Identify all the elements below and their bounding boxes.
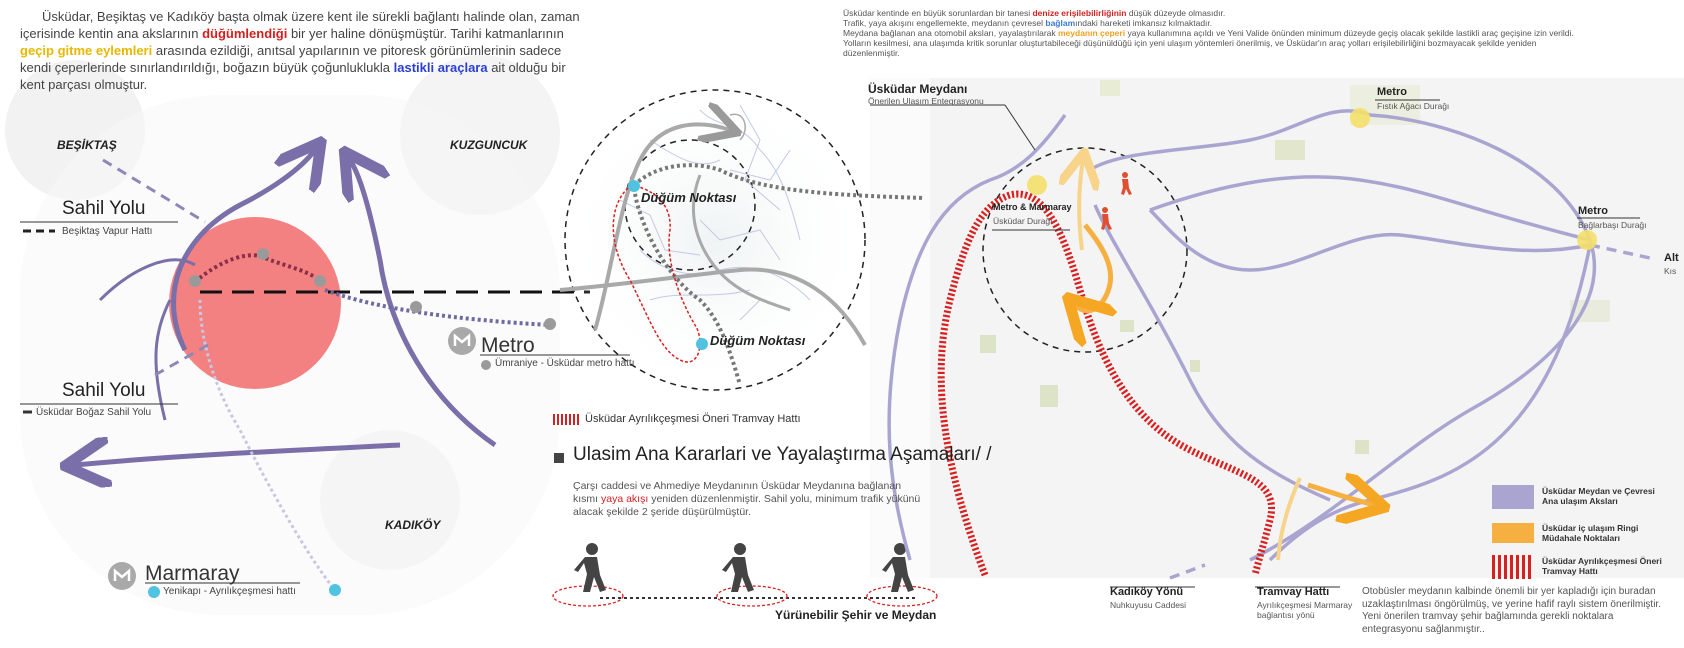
intro-highlight-blue: lastikli araçlara	[393, 60, 488, 75]
node-label-1: Düğüm Noktası	[641, 190, 737, 205]
legend-swatch-axis	[1492, 485, 1534, 509]
kadikoy-yonu-title: Kadıköy Yönü	[1110, 586, 1184, 598]
uskudar-meydani-sub: Önerilen Ulaşım Entegrasyonu	[868, 96, 984, 106]
metro-1-title: Metro	[1377, 86, 1407, 98]
pedestrian-icon	[574, 543, 606, 592]
legend-item-axis: Üsküdar Meydan ve Çevresi Ana ulaşım Aks…	[1542, 486, 1655, 506]
pedestrian-icon	[1121, 172, 1132, 195]
right-text-line-3: Meydana bağlanan ana otomobil aksları, y…	[843, 28, 1583, 58]
metro-title: Metro	[481, 334, 535, 357]
right-text: Meydana bağlanan ana otomobil aksları, y…	[843, 28, 1058, 38]
right-text-line-2: Trafik, yaya akışını engellemekte, meyda…	[843, 18, 1583, 28]
section-bullet	[554, 453, 564, 463]
center-diagram	[559, 85, 926, 395]
metro-dot	[481, 360, 491, 370]
edge-sub: Kıs	[1664, 266, 1677, 276]
edge-label: Alt	[1664, 252, 1679, 264]
metro-marmaray-sub: Üsküdar Durağı	[993, 216, 1053, 226]
intro-highlight-yellow: geçip gitme eylemleri	[20, 43, 153, 58]
metro-logo-icon	[448, 327, 476, 355]
intro-text: ait olduğu bir kent parçası olmuştur.	[20, 60, 566, 92]
metro-marmaray-title: Metro & Marmaray	[993, 202, 1072, 212]
right-map	[870, 99, 1651, 588]
intro-text: Üsküdar, Beşiktaş ve Kadıköy başta olmak…	[20, 9, 580, 41]
right-intro-text: Üsküdar kentinde en büyük sorunlardan bi…	[843, 8, 1583, 58]
walk-row	[552, 543, 938, 607]
tram-legend-swatch	[553, 414, 581, 425]
intro-text: bir yer haline dönüşmüştür. Tarihi katma…	[287, 26, 564, 41]
sahil-yolu-1-title: Sahil Yolu	[62, 198, 146, 219]
sahil-yolu-1-sub: Beşiktaş Vapur Hattı	[62, 226, 153, 237]
pedestrian-icon	[722, 543, 754, 592]
intro-highlight-red: düğümlendiği	[202, 26, 288, 41]
node-zone	[169, 217, 341, 389]
right-text: Üsküdar kentinde en büyük sorunlardan bi…	[843, 8, 1033, 18]
right-text: düşük düzeyde olmasıdır.	[1126, 8, 1226, 18]
section-body-highlight: yaya akışı	[601, 493, 649, 505]
kadikoy-yonu-sub: Nuhkuyusu Caddesi	[1110, 600, 1187, 610]
metro-2-title: Metro	[1578, 205, 1608, 217]
pedestrian-icon	[1101, 207, 1112, 230]
marmaray-logo-icon	[108, 562, 136, 590]
tramvay-hatti-sub: Ayrılıkçeşmesi Marmaray bağlantısı yönü	[1257, 600, 1353, 620]
right-text-line-1: Üsküdar kentinde en büyük sorunlardan bi…	[843, 8, 1583, 18]
tramvay-hatti-title: Tramvay Hattı	[1257, 586, 1330, 598]
sahil-yolu-2-sub: Üsküdar Boğaz Sahil Yolu	[36, 407, 152, 418]
section-body-text: Çarşı caddesi ve Ahmediye Meydanının Üsk…	[573, 480, 902, 505]
legend-item-tram: Üsküdar Ayrılıkçeşmesi Öneri Tramvay Hat…	[1542, 556, 1662, 576]
metro-2-sub: Bağlarbaşı Durağı	[1578, 220, 1647, 230]
right-text: Trafik, yaya akışını engellemekte, meyda…	[843, 18, 1046, 28]
section-title: Ulasim Ana Kararlari ve Yayalaştırma Aşa…	[573, 444, 992, 465]
pedestrian-icon	[882, 543, 914, 592]
sahil-yolu-2-title: Sahil Yolu	[62, 380, 146, 401]
right-bottom-text: Otobüsler meydanın kalbinde önemli bir y…	[1362, 586, 1661, 635]
marmaray-sub: Yenikapı - Ayrılıkçeşmesi hattı	[163, 586, 296, 597]
node-point-1	[628, 180, 640, 192]
intro-text: arasında ezildiği, anıtsal yapılarının v…	[20, 43, 562, 75]
section-body-text: yeniden düzenlenmiştir. Sahil yolu, mini…	[573, 493, 921, 518]
walk-caption: Yürünebilir Şehir ve Meydan	[775, 608, 937, 622]
left-diagram	[20, 150, 630, 598]
place-kuzguncuk: KUZGUNCUK	[450, 138, 528, 152]
legend-swatch-tram	[1492, 555, 1531, 579]
intro-paragraph: Üsküdar, Beşiktaş ve Kadıköy başta olmak…	[20, 8, 580, 93]
right-text: yaya kullanımına açıldı ve Yeni Valide ö…	[843, 28, 1574, 58]
right-text: ındaki hareketi imkansız kılmaktadır.	[1075, 18, 1213, 28]
uskudar-meydani-title: Üsküdar Meydanı	[868, 82, 968, 96]
place-besiktas: BEŞİKTAŞ	[57, 138, 117, 152]
right-text-highlight-orange: meydanın çeperi	[1057, 28, 1126, 38]
metro-1-sub: Fıstık Ağacı Durağı	[1377, 101, 1450, 111]
node-label-2: Düğüm Noktası	[710, 333, 806, 348]
node-point-2	[696, 338, 708, 350]
right-text-highlight-red: denize erişilebilirliğinin	[1032, 8, 1127, 18]
marmaray-title: Marmaray	[145, 562, 240, 585]
metro-sub: Ümraniye - Üsküdar metro hattı	[495, 358, 635, 369]
place-kadikoy: KADIKÖY	[385, 518, 441, 532]
tram-legend-label: Üsküdar Ayrılıkçeşmesi Öneri Tramvay Hat…	[585, 413, 801, 425]
marmaray-dot	[148, 586, 160, 598]
legend-item-ring: Üsküdar iç ulaşım Ringi Müdahale Noktala…	[1542, 523, 1639, 543]
section-body: Çarşı caddesi ve Ahmediye Meydanının Üsk…	[573, 480, 923, 519]
right-text-highlight-blue: bağlam	[1045, 18, 1076, 28]
legend-swatch-ring	[1492, 523, 1534, 543]
